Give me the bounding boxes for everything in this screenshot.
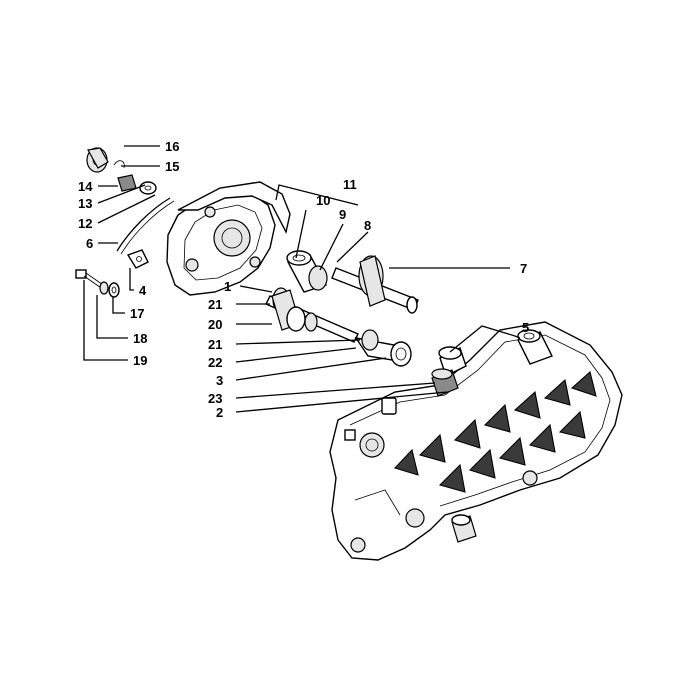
callout-3: 3	[216, 373, 223, 388]
callout-12: 12	[78, 216, 92, 231]
bearing-3-part	[354, 329, 412, 367]
callout-8: 8	[364, 218, 371, 233]
callout-19: 19	[133, 353, 147, 368]
output-shaft-part	[331, 255, 419, 314]
crankcase-ribs	[393, 370, 597, 493]
crankcase-part	[329, 321, 623, 561]
callout-21-lower: 21	[208, 337, 222, 352]
leader-lines	[83, 145, 521, 413]
callout-1: 1	[224, 279, 231, 294]
callout-7: 7	[520, 261, 527, 276]
bolt-part	[75, 269, 120, 298]
transmission-cover-part	[166, 181, 291, 296]
callout-4: 4	[139, 283, 147, 298]
callout-13: 13	[78, 196, 92, 211]
callout-18: 18	[133, 331, 147, 346]
intermediate-shaft-part	[265, 287, 359, 343]
gasket-part-inner	[120, 200, 175, 255]
callout-20: 20	[208, 317, 222, 332]
bracket-part	[126, 249, 149, 269]
callout-9: 9	[339, 207, 346, 222]
callout-17: 17	[130, 306, 144, 321]
callout-2: 2	[216, 405, 223, 420]
needle-bearing-part	[431, 368, 459, 397]
callout-22: 22	[208, 355, 222, 370]
callout-10: 10	[316, 193, 330, 208]
gasket-part	[116, 197, 171, 252]
callout-23: 23	[208, 391, 222, 406]
callout-21-upper: 21	[208, 297, 222, 312]
callout-16: 16	[165, 139, 179, 154]
callout-11: 11	[343, 177, 357, 192]
callout-5: 5	[522, 320, 529, 335]
small-parts-group	[86, 147, 157, 195]
callout-14: 14	[78, 179, 93, 194]
bearing-part	[286, 250, 328, 293]
callout-15: 15	[165, 159, 179, 174]
callout-6: 6	[86, 236, 93, 251]
callout-labels: 16 15 14 13 12 6 4 17 18 19 11 10 9 8 7 …	[78, 139, 529, 420]
